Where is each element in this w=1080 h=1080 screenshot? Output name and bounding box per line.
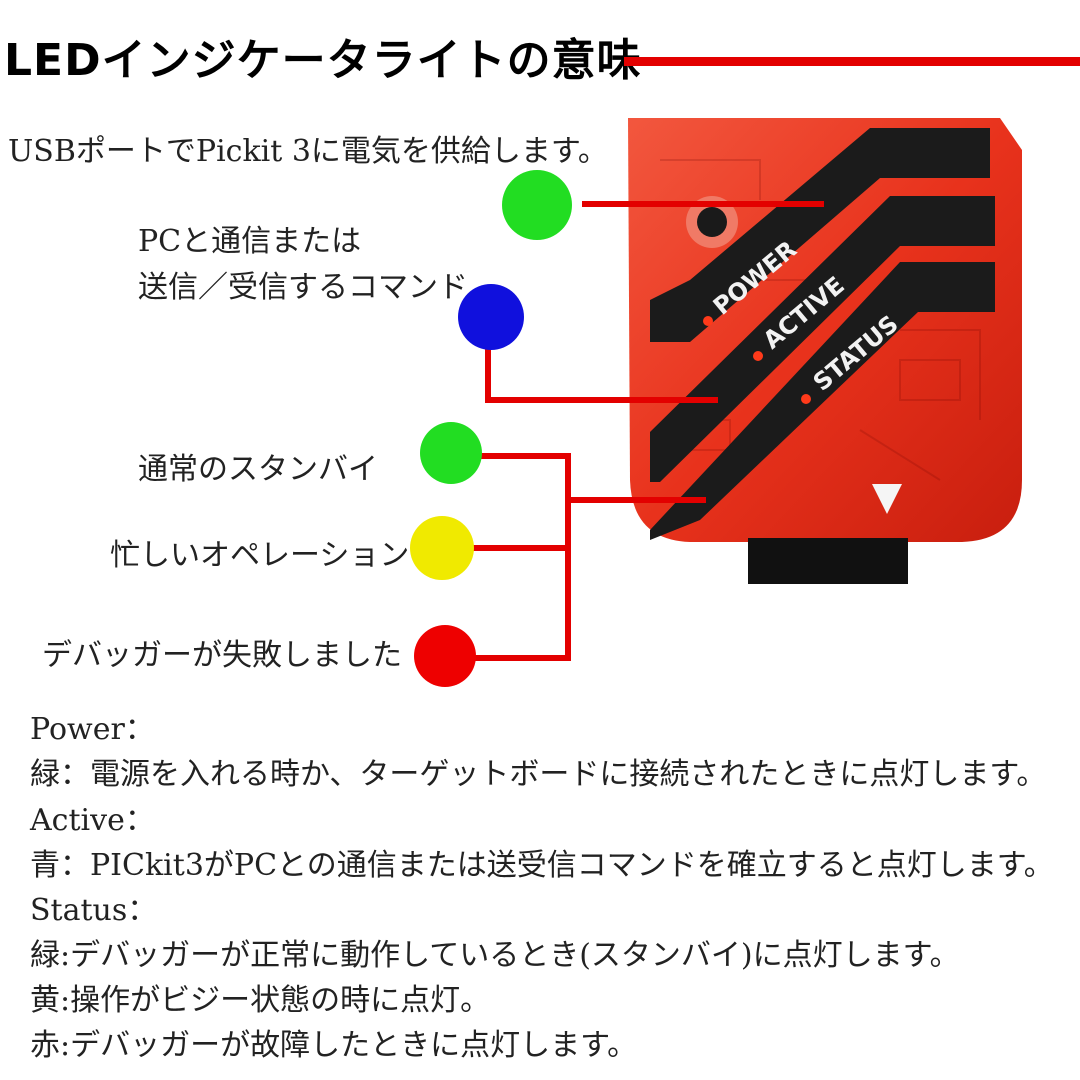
pin1-marker — [872, 484, 902, 514]
info-status-heading: Status： — [30, 893, 158, 928]
stripe-power — [650, 128, 990, 342]
active-led — [753, 351, 763, 361]
power-led — [703, 316, 713, 326]
title-underline — [624, 57, 1080, 66]
busy-label: 忙しいオペレーション — [110, 538, 410, 573]
power-green-dot — [502, 170, 572, 240]
info-power-heading: Power： — [30, 712, 155, 747]
info-active-heading: Active： — [30, 803, 155, 838]
pc-comm-label-line2: 送信／受信するコマンド — [138, 270, 468, 305]
info-power-green: 緑：電源を入れる時か、ターゲットボードに接続されたときに点灯します。 — [30, 757, 1047, 792]
active-connector-line — [485, 340, 718, 403]
status-connector-line — [472, 453, 706, 661]
status-red-dot — [414, 625, 476, 687]
stripe-status — [650, 262, 995, 540]
status-led — [801, 394, 811, 404]
status-green-dot — [420, 422, 482, 484]
failed-label: デバッガーが失敗しました — [42, 638, 402, 673]
status-yellow-dot — [410, 516, 474, 580]
pc-comm-label-line1: PCと通信または — [138, 224, 362, 259]
info-active-blue: 青：PICkit3がPCとの通信または送受信コマンドを確立すると点灯します。 — [30, 848, 1054, 883]
info-status-red: 赤:デバッガーが故障したときに点灯します。 — [30, 1028, 638, 1063]
stripe-active — [650, 196, 995, 482]
usb-power-label: USBポートでPickit 3に電気を供給します。 — [8, 134, 608, 169]
device-connector — [748, 538, 908, 584]
connector-lines — [472, 201, 824, 661]
info-status-yellow: 黄:操作がビジー状態の時に点灯。 — [30, 983, 491, 1018]
standby-label: 通常のスタンバイ — [138, 452, 378, 487]
active-blue-dot — [458, 284, 524, 350]
page-title: LEDインジケータライトの意味 — [4, 35, 642, 86]
info-status-green: 緑:デバッガーが正常に動作しているとき(スタンバイ)に点灯します。 — [30, 938, 960, 973]
